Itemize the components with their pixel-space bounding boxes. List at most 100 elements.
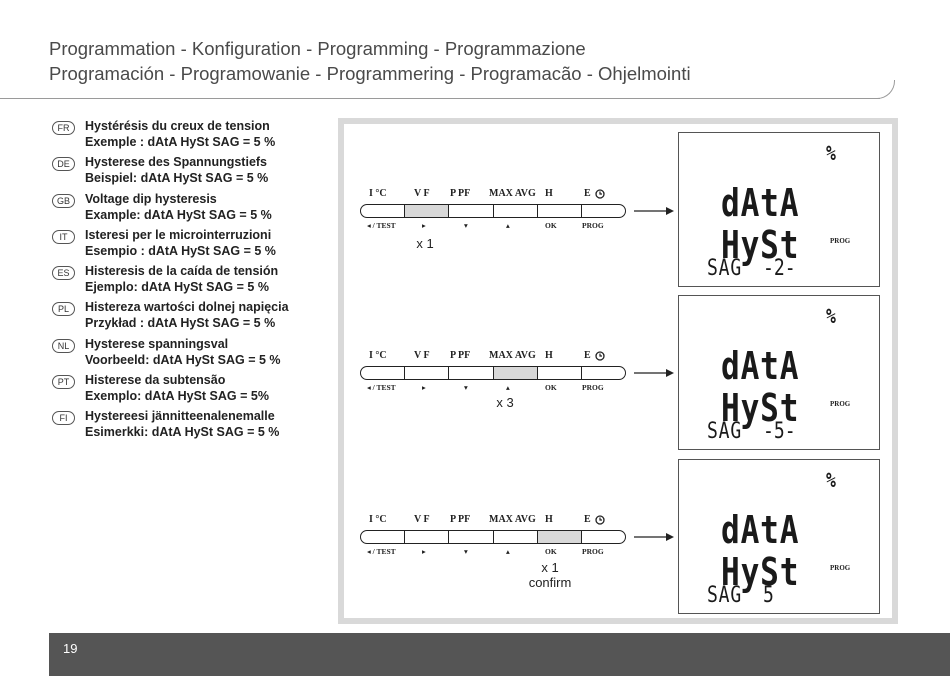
lang-example: Esimerkki: dAtA HySt SAG = 5 %: [85, 425, 280, 440]
page-header: Programmation - Konfiguration - Programm…: [49, 36, 691, 86]
keypad-label: E: [584, 188, 591, 199]
keypad-label: I °C: [369, 350, 387, 361]
keypad-button: [538, 367, 582, 379]
keypad-button-pressed: [493, 367, 538, 379]
lang-badge: FI: [52, 411, 75, 426]
lang-title: Hysterese des Spannungstiefs: [85, 155, 268, 170]
lang-badge: PL: [52, 302, 75, 317]
keypad-sublabel: ▾: [464, 547, 468, 556]
keypad-button: [361, 531, 406, 543]
keypad-button: [361, 205, 406, 217]
clock-icon: [595, 189, 605, 199]
keypad-sublabel: ◂ / TEST: [367, 547, 396, 556]
lang-badge: NL: [52, 338, 75, 353]
header-line-1: Programmation - Konfiguration - Programm…: [49, 38, 586, 59]
lang-example: Beispiel: dAtA HySt SAG = 5 %: [85, 171, 269, 186]
lang-title: Histerese da subtensão: [85, 373, 226, 388]
lang-title: Hystereesi jännitteenalenemalle: [85, 409, 275, 424]
keypad-label: V F: [414, 514, 430, 525]
keypad-sublabel: PROG: [582, 383, 604, 392]
lcd-line-1: dAtA: [721, 181, 800, 225]
lcd-value: 5: [763, 583, 774, 608]
keypad-button: [582, 205, 625, 217]
lcd-sag-label: SAG: [707, 583, 743, 608]
keypad-label: I °C: [369, 514, 387, 525]
keypad-label: E: [584, 350, 591, 361]
lang-badge: FR: [52, 121, 75, 135]
keypad-labels: I °C V F P PF MAX AVG H E: [358, 188, 628, 202]
header-rule: [0, 98, 880, 99]
lcd-prog-indicator: PROG: [830, 564, 851, 572]
lcd-value: -2-: [763, 256, 796, 281]
keypad-label: H: [545, 188, 553, 199]
press-count-label: x 3: [496, 395, 514, 410]
keypad-sublabel: ▴: [506, 221, 510, 230]
lang-title: Voltage dip hysteresis: [85, 191, 217, 206]
arrow-right-icon: [634, 533, 674, 541]
page-footer: 19: [49, 633, 950, 676]
lcd-line-1: dAtA: [721, 508, 800, 552]
keypad-sublabel: ◂ / TEST: [367, 221, 396, 230]
keypad-label: V F: [414, 188, 430, 199]
keypad-label: MAX AVG: [489, 350, 536, 361]
keypad-label: I °C: [369, 188, 387, 199]
keypad-sublabel: PROG: [582, 221, 604, 230]
keypad-label: H: [545, 514, 553, 525]
lang-example: Voorbeeld: dAtA HySt SAG = 5 %: [85, 352, 281, 367]
keypad-bar: [360, 366, 626, 380]
keypad-sublabel: ▴: [506, 383, 510, 392]
press-count: x 3: [480, 395, 530, 410]
lang-example: Exemple : dAtA HySt SAG = 5 %: [85, 135, 276, 149]
keypad-button: [405, 531, 450, 543]
lcd-unit: %: [826, 141, 836, 165]
keypad-bar: [360, 204, 626, 218]
keypad-button: [449, 205, 494, 217]
lcd-line-1: dAtA: [721, 344, 800, 388]
keypad-button: [494, 531, 538, 543]
header-line-2: Programación - Programowanie - Programme…: [49, 63, 691, 84]
keypad-label: V F: [414, 350, 430, 361]
lang-example: Esempio : dAtA HySt SAG = 5 %: [85, 243, 276, 258]
arrow-right-icon: [634, 369, 674, 377]
lang-example: Przykład : dAtA HySt SAG = 5 %: [85, 316, 276, 331]
keypad-label: H: [545, 350, 553, 361]
lcd-unit: %: [826, 468, 836, 492]
lang-example: Ejemplo: dAtA HySt SAG = 5 %: [85, 280, 269, 295]
keypad-sublabel: ▸: [422, 221, 426, 230]
lang-badge: GB: [52, 193, 75, 208]
header-rule-curve: [866, 80, 895, 99]
keypad-button-pressed: [537, 531, 582, 543]
keypad-button-pressed: [405, 205, 450, 217]
clock-icon: [595, 351, 605, 361]
keypad-label: MAX AVG: [489, 188, 536, 199]
lang-title: Hystérésis du creux de tension: [85, 119, 270, 133]
keypad-button: [494, 205, 538, 217]
lcd-prog-indicator: PROG: [830, 237, 851, 245]
lang-badge: PT: [52, 375, 75, 390]
lang-badge: DE: [52, 157, 75, 172]
lcd-sag-label: SAG: [707, 256, 743, 281]
keypad-button: [361, 367, 406, 379]
arrow-right-icon: [634, 207, 674, 215]
lcd-unit: %: [826, 304, 836, 328]
keypad-sublabel: ▾: [464, 221, 468, 230]
keypad-label: P PF: [450, 188, 471, 199]
keypad-sublabel: ▴: [506, 547, 510, 556]
lcd-line-2: HySt: [721, 223, 800, 267]
lcd-prog-indicator: PROG: [830, 400, 851, 408]
keypad-sublabel: ▸: [422, 383, 426, 392]
keypad-sublabel: ◂ / TEST: [367, 383, 396, 392]
press-note: confirm: [528, 575, 572, 590]
